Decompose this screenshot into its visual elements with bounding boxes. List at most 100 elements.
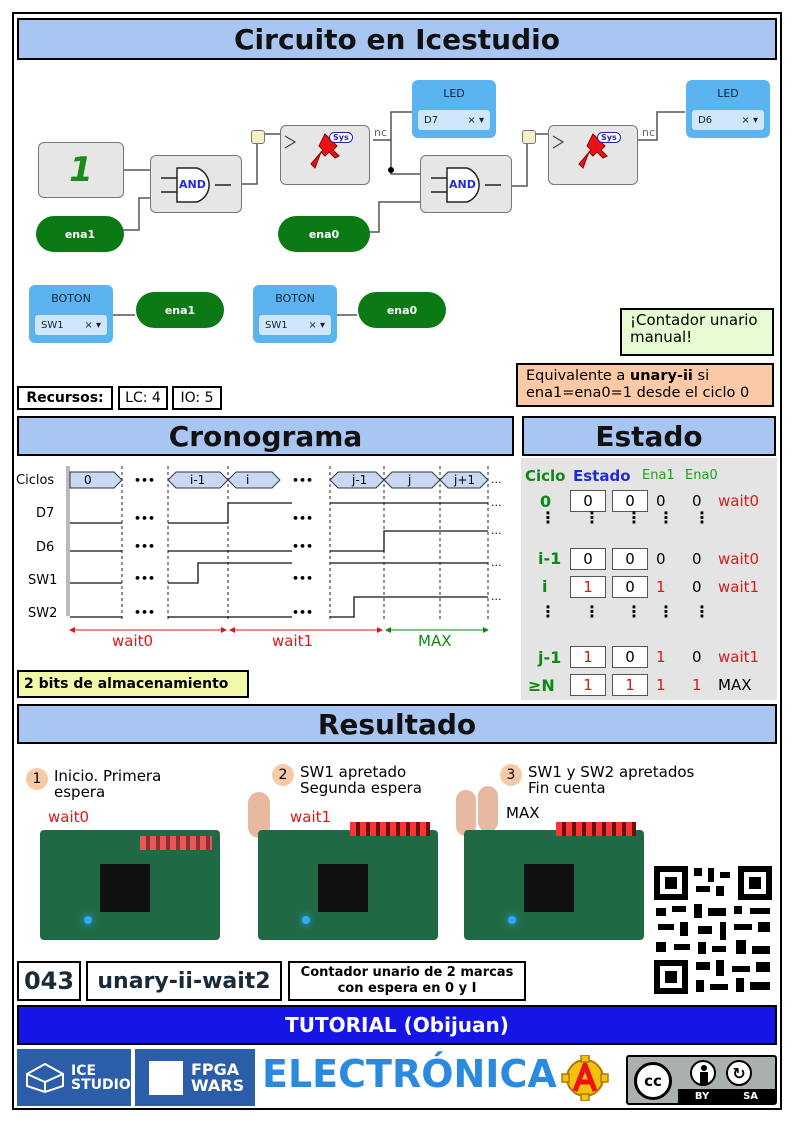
led-select[interactable]: D6× ▾ (692, 110, 764, 130)
row-ciclo: ≥N (528, 676, 555, 695)
trail-dots: ... (491, 496, 502, 509)
boton-select[interactable]: SW1× ▾ (259, 315, 331, 335)
fpga-board-photo-3 (464, 822, 644, 940)
cycle-label: i-1 (190, 473, 206, 487)
init-input-2[interactable] (522, 130, 536, 144)
gear-icon (561, 1055, 609, 1101)
chronogram-waves (66, 466, 489, 633)
circuit-wires (111, 111, 685, 316)
person-icon (690, 1060, 716, 1086)
vdots: ⋮ (658, 602, 674, 621)
bits-note: 2 bits de almacenamiento (17, 670, 249, 698)
cronograma-title: Cronograma (17, 416, 514, 456)
vdots: ⋮ (626, 602, 642, 621)
and-gate-1[interactable]: AND (150, 155, 242, 213)
state-bit: 1 (570, 646, 606, 668)
resources-io: IO: 5 (172, 386, 222, 410)
pin-icon (552, 133, 608, 169)
ellipsis: ••• (292, 540, 314, 553)
cycle-label: j (408, 473, 412, 487)
state-name: wait1 (718, 578, 760, 596)
trail-dots: ... (491, 473, 502, 486)
boton2-label-block[interactable]: ena0 (358, 292, 446, 328)
init-input-1[interactable] (251, 130, 265, 144)
constant-block[interactable]: 1 (38, 142, 124, 198)
boton-block-1[interactable]: BOTON SW1× ▾ (29, 285, 113, 343)
state-name: wait1 (718, 648, 760, 666)
qr-code-icon[interactable] (650, 862, 776, 998)
led-select[interactable]: D7× ▾ (418, 110, 490, 130)
ena0-val: 0 (692, 578, 702, 596)
vdots: ⋮ (626, 508, 642, 527)
trail-dots: ... (491, 524, 502, 537)
led-d7-block[interactable]: LED D7× ▾ (412, 80, 496, 138)
led-d6-block[interactable]: LED D6× ▾ (686, 80, 770, 138)
finger-icon (456, 790, 476, 836)
led-title: LED (717, 87, 739, 100)
sys-register-1[interactable]: Sys (280, 125, 370, 185)
boton-select[interactable]: SW1 × ▾ (35, 315, 107, 335)
ena1-label-block[interactable]: ena1 (36, 216, 124, 252)
vdots: ⋮ (540, 508, 556, 527)
row-label-sw1: SW1 (28, 573, 58, 588)
pin-icon (284, 133, 340, 169)
ellipsis: ••• (134, 606, 156, 619)
state-name: MAX (718, 676, 752, 694)
page-frame (12, 12, 782, 1110)
step-line2: espera (54, 783, 106, 801)
row-ciclo: i-1 (538, 549, 562, 568)
by-text: BY (694, 1090, 710, 1102)
status-led-icon (508, 916, 516, 924)
chevron-down-icon: × ▾ (84, 319, 101, 331)
state-bit: 1 (612, 674, 648, 696)
equivalence-note: Equivalente a unary-ii si ena1=ena0=1 de… (516, 363, 774, 407)
step-line1: SW1 apretado (300, 763, 407, 781)
step-number: 1 (26, 768, 48, 790)
ellipsis: ••• (134, 512, 156, 525)
status-led-icon (302, 916, 310, 924)
chip-icon (100, 864, 150, 912)
vdots: ⋮ (584, 602, 600, 621)
ena0-val: 0 (692, 648, 702, 666)
ellipsis: ••• (134, 540, 156, 553)
chip-icon (524, 864, 574, 912)
estado-title: Estado (522, 416, 776, 456)
vdots: ⋮ (694, 508, 710, 527)
and-gate-icon (161, 167, 231, 203)
led-title: LED (443, 87, 465, 100)
ena1-val: 0 (656, 492, 666, 510)
sys-register-2[interactable]: Sys (548, 125, 638, 185)
ena0-label-block[interactable]: ena0 (278, 216, 370, 252)
ellipsis: ••• (292, 474, 314, 487)
row-label-ciclos: Ciclos (16, 473, 55, 488)
cycle-label: 0 (84, 473, 92, 487)
state-bit: 0 (612, 490, 648, 512)
boton-block-2[interactable]: BOTON SW1× ▾ (253, 285, 337, 343)
cube-icon (26, 1062, 64, 1093)
led-strip-icon (350, 822, 430, 836)
share-alike-icon: ↻ (726, 1060, 752, 1086)
header-estado: Estado (573, 467, 631, 485)
header-ciclo: Ciclo (525, 467, 566, 485)
and-gate-2[interactable]: AND (420, 155, 512, 213)
ena1-val: 0 (656, 550, 666, 568)
led-strip-icon (556, 822, 636, 836)
and-gate-icon (431, 167, 501, 203)
equiv-prefix: Equivalente a (526, 368, 630, 384)
ice-text: ICE (71, 1062, 97, 1079)
chip-icon (318, 864, 368, 912)
ena1-val: 1 (656, 676, 666, 694)
state-bit: 0 (570, 490, 606, 512)
led-value: D7 (424, 114, 439, 126)
ellipsis: ••• (134, 474, 156, 487)
boton-value: SW1 (41, 319, 64, 331)
boton1-label-block[interactable]: ena1 (136, 292, 224, 328)
tutorial-banner[interactable]: TUTORIAL (Obijuan) (17, 1005, 777, 1045)
studio-text: STUDIO (71, 1076, 131, 1093)
row-label-sw2: SW2 (28, 606, 58, 621)
row-ciclo: j-1 (538, 648, 562, 667)
